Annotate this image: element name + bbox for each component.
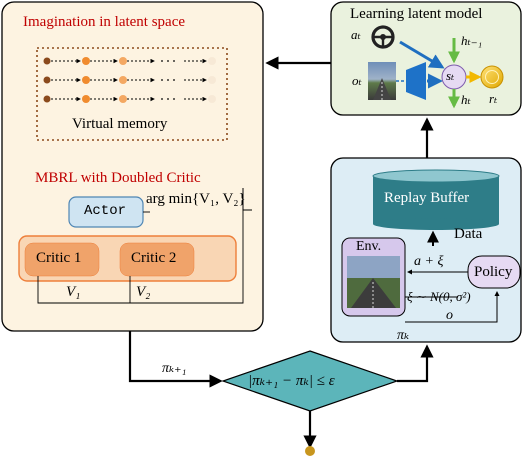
imagination-title: Imagination in latent space	[23, 14, 186, 30]
memory-chains	[43, 57, 216, 103]
observation-ot-label: oₜ	[352, 73, 362, 88]
memory-chain-1	[43, 57, 216, 65]
v2-label: V₂	[136, 284, 151, 300]
observation-image	[368, 62, 396, 100]
env-road-image	[347, 256, 400, 308]
action-at-label: aₜ	[351, 27, 361, 42]
v1-feedback-line	[37, 188, 244, 304]
steering-wheel-icon	[371, 25, 395, 49]
memory-chain-2	[43, 76, 216, 84]
argmin-label: arg min{V₁, V₂}	[146, 191, 246, 207]
pi-next-label: πₖ₊₁	[162, 361, 187, 376]
hidden-ht-label: hₜ	[461, 92, 471, 107]
policy-pi-k-label: πₖ	[397, 328, 410, 343]
action-noise-label: a + ξ	[414, 254, 444, 269]
replay-buffer-cylinder	[372, 169, 500, 230]
noise-distribution-label: ξ ∼ N(0, σ²)	[407, 289, 471, 304]
data-label: Data	[454, 226, 483, 242]
encoder-shape	[406, 62, 426, 100]
policy-label: Policy	[474, 264, 513, 280]
end-terminal-dot	[305, 446, 315, 456]
hidden-prev-label: hₜ₋₁	[461, 33, 483, 48]
obs-o-label: o	[446, 308, 453, 323]
latent-model-title: Learning latent model	[350, 6, 483, 22]
reward-rt-label: rₜ	[489, 91, 498, 106]
memory-chain-3	[43, 95, 216, 103]
mbrl-title: MBRL with Doubled Critic	[35, 170, 201, 186]
reward-coin-icon	[480, 65, 504, 89]
actor-label: Actor	[84, 203, 127, 219]
critic2-box	[119, 242, 195, 277]
v1-label: V₁	[66, 284, 81, 300]
critic2-label: Critic 2	[131, 250, 177, 266]
critic1-box	[24, 242, 100, 277]
env-label: Env.	[356, 239, 382, 254]
critic1-label: Critic 1	[36, 250, 82, 266]
virtual-memory-label: Virtual memory	[72, 116, 168, 132]
state-st-label: sₜ	[446, 68, 455, 83]
virtual-memory-box	[36, 47, 228, 141]
ellipsis-dots	[161, 60, 175, 100]
replay-buffer-label: Replay Buffer	[384, 190, 470, 206]
convergence-condition: |πₖ₊₁ − πₖ| ≤ ε	[248, 373, 335, 389]
